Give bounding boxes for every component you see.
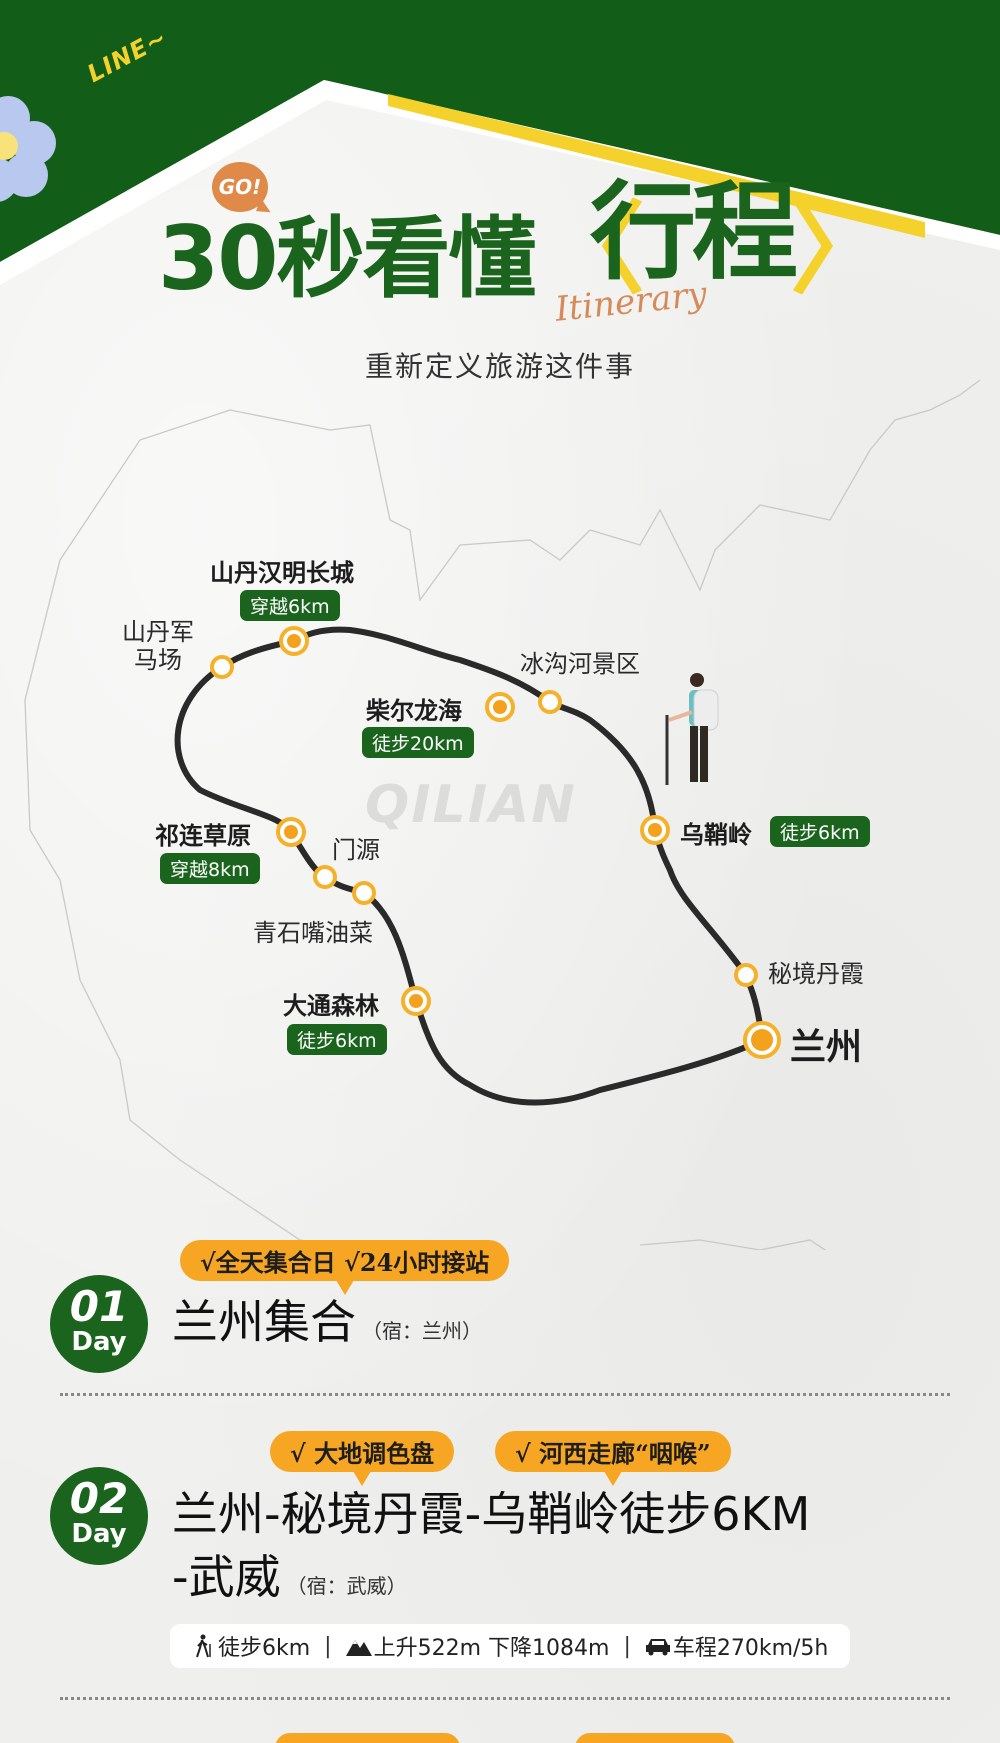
day1-circle: 01 Day xyxy=(50,1275,148,1373)
stop-tag: 穿越8km xyxy=(160,853,260,884)
drive-distance: 车程270km/5h xyxy=(672,1636,829,1661)
day-number: 02 xyxy=(69,1474,129,1523)
stop-dots xyxy=(210,626,781,1059)
province-outline xyxy=(24,379,981,1250)
stop-dot-minor xyxy=(734,963,758,987)
stop-dot-minor xyxy=(538,690,562,714)
title-bracket-right: 〉 xyxy=(790,191,890,308)
day3-highlight-badge-partial xyxy=(275,1733,460,1743)
stop-tag: 徒步6km xyxy=(287,1024,387,1055)
day-stay: （宿：武威） xyxy=(286,1574,407,1598)
divider xyxy=(60,1393,950,1396)
stop-tag: 穿越6km xyxy=(240,590,340,621)
elevation-change: 上升522m 下降1084m xyxy=(373,1636,610,1661)
city-label-lanzhou: 兰州 xyxy=(790,1027,863,1068)
header-banner xyxy=(0,0,1000,285)
day-stay: （宿：兰州） xyxy=(362,1319,482,1343)
stop-label: 秘境丹霞 xyxy=(768,960,864,988)
day-title-text: 兰州集合 xyxy=(172,1295,356,1349)
day2-circle: 02 Day xyxy=(50,1467,148,1565)
day1-title: 兰州集合（宿：兰州） xyxy=(172,1295,482,1350)
day-label: Day xyxy=(71,1519,127,1549)
day2-stats-bar: 徒步6km | 上升522m 下降1084m | 车程270km/5h xyxy=(170,1624,850,1668)
day2-title-line2: -武威（宿：武威） xyxy=(172,1550,407,1605)
map-watermark: QILIAN xyxy=(365,775,577,835)
mountain-icon xyxy=(345,1633,372,1659)
stop-dot-minor xyxy=(210,655,234,679)
go-bubble: GO! xyxy=(212,162,268,212)
yellow-stripe xyxy=(388,94,925,238)
page-subtitle: 重新定义旅游这件事 xyxy=(364,350,635,383)
stop-label: 门源 xyxy=(332,836,380,864)
title-bracket-left: 〈 xyxy=(545,191,645,308)
day2-title-line1: 兰州-秘境丹霞-乌鞘岭徒步6KM xyxy=(172,1487,811,1541)
stop-dot-minor xyxy=(352,881,376,905)
stop-tag: 徒步20km xyxy=(362,727,474,758)
divider xyxy=(60,1697,950,1700)
hiker-icon xyxy=(190,1633,216,1659)
green-banner-shape xyxy=(0,0,1000,262)
hiker-icon xyxy=(665,673,719,785)
route-map xyxy=(24,379,981,1250)
separator: | xyxy=(623,1633,631,1659)
car-icon xyxy=(645,1633,671,1659)
stop-tag: 徒步6km xyxy=(770,816,870,847)
day2-highlight-badge: √ 河西走廊“咽喉” xyxy=(495,1431,731,1486)
stop-label: 山丹军 马场 xyxy=(122,618,194,674)
stop-label: 柴尔龙海 xyxy=(366,697,462,725)
route-path xyxy=(174,626,766,1106)
flower-icon xyxy=(0,96,56,202)
page-title: 30秒看懂 xyxy=(158,207,536,310)
day-title-text: -武威 xyxy=(172,1550,281,1604)
day3-highlight-badge-partial xyxy=(575,1733,735,1743)
day2-highlight-badge: √ 大地调色盘 xyxy=(270,1431,455,1486)
stop-label: 山丹汉明长城 xyxy=(210,559,354,587)
stop-dot-minor xyxy=(313,865,337,889)
page-title-highlight: 行程 xyxy=(590,171,798,294)
stop-name: 山丹军 xyxy=(122,618,194,646)
stop-name-line2: 马场 xyxy=(134,646,182,674)
white-band xyxy=(0,80,1000,285)
stop-label: 青石嘴油菜 xyxy=(253,919,373,947)
day-number: 01 xyxy=(69,1282,129,1331)
day-label: Day xyxy=(71,1327,127,1357)
day1-highlight-badge: √全天集合日 √24小时接站 xyxy=(180,1240,510,1295)
stop-label: 大通森林 xyxy=(283,992,379,1020)
hike-distance: 徒步6km xyxy=(218,1636,311,1661)
stop-label: 祁连草原 xyxy=(155,822,251,850)
separator: | xyxy=(324,1633,332,1659)
stop-label: 乌鞘岭 xyxy=(680,821,752,849)
stop-label: 冰沟河景区 xyxy=(520,650,640,678)
